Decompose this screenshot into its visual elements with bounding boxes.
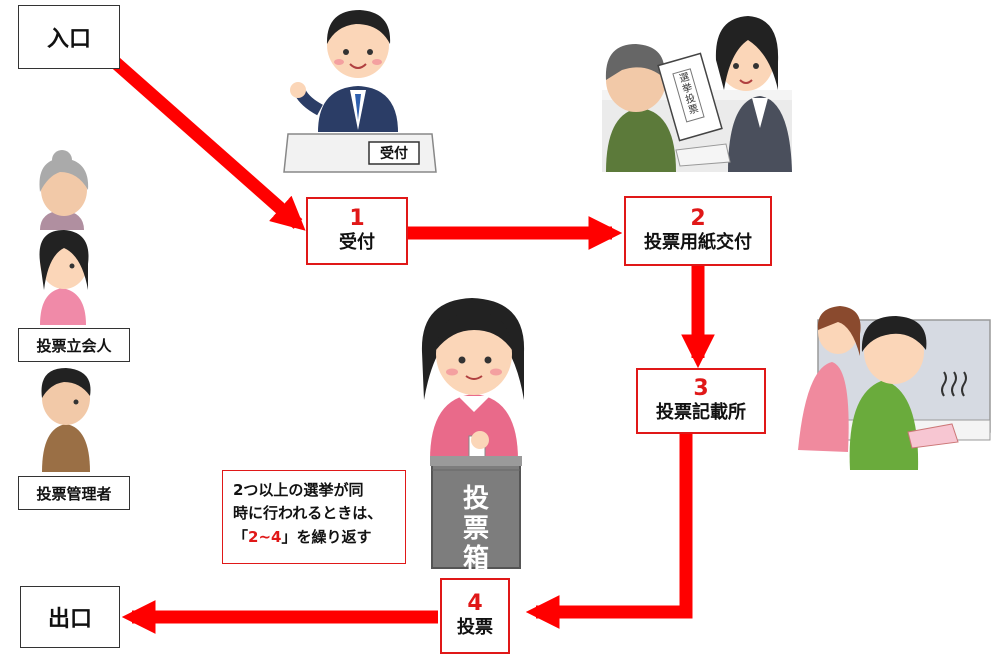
voter-ballot-box-illustration [421,298,525,569]
step-1-label: 受付 [339,231,375,253]
reception-desk-sign: 受付 [380,146,408,162]
arrow-writing-to-voting [525,433,693,629]
note-line-2: 時に行われるときは、 [233,504,383,523]
entrance-box: 入口 [18,5,120,69]
witness-illustration [39,150,89,325]
reception-clerk-illustration [283,10,437,173]
administrator-label-box: 投票管理者 [18,476,130,510]
repeat-note: 2つ以上の選挙が同 時に行われるときは、 「2~4」を繰り返す [222,470,406,564]
administrator-label: 投票管理者 [36,484,112,503]
entrance-label: 入口 [46,27,91,52]
ballot-box-label: 投票箱 [462,484,489,574]
step-2-number: 2 [690,205,706,231]
exit-label: 出口 [47,607,92,632]
arrow-entrance-to-reception [103,51,306,231]
note-bracket-open: 「 [233,527,249,546]
step-2-label: 投票用紙交付 [644,231,752,253]
exit-box: 出口 [20,586,120,648]
step-4-number: 4 [467,590,483,616]
step-2-ballot-issue: 2 投票用紙交付 [624,196,772,266]
note-highlight-range: 2~4 [248,527,282,546]
step-4-voting: 4 投票 [440,578,510,654]
note-line-3: 「2~4」を繰り返す [233,526,395,549]
step-3-number: 3 [693,375,709,401]
ballot-issuing-illustration [602,16,792,172]
witness-label-box: 投票立会人 [18,328,130,362]
witness-label: 投票立会人 [36,336,112,355]
step-3-writing-booth: 3 投票記載所 [636,368,766,434]
step-1-reception: 1 受付 [306,197,408,265]
writing-booth-illustration [798,306,991,470]
note-repeat-text: 」を繰り返す [281,527,372,546]
step-1-number: 1 [349,205,365,231]
step-3-label: 投票記載所 [656,401,746,423]
step-4-label: 投票 [457,616,493,638]
note-line-1: 2つ以上の選挙が同 [233,481,364,499]
administrator-illustration [41,368,91,472]
